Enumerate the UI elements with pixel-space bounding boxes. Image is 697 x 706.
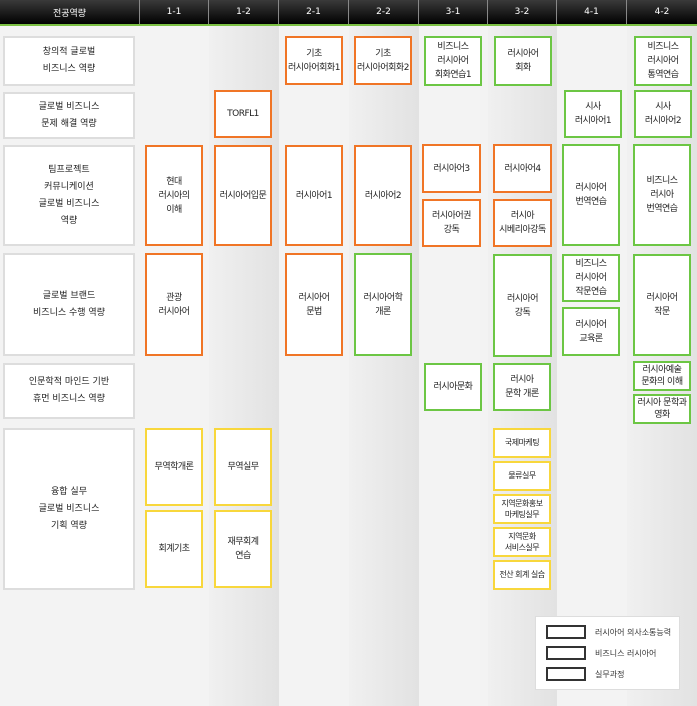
header-3-2: 3-2 [488,0,557,24]
course-box[interactable]: 러시아어3 [422,144,481,193]
course-box[interactable]: 국제마케팅 [493,428,551,458]
column-bg [419,0,488,706]
header-2-1: 2-1 [279,0,349,24]
course-box[interactable]: 러시아어권 강독 [422,199,481,247]
course-box[interactable]: 비즈니스 러시아 번역연습 [633,144,691,246]
header-1-2: 1-2 [209,0,279,24]
course-box[interactable]: 러시아어학 개론 [354,253,412,356]
legend-swatch-orange [546,625,586,639]
course-box[interactable]: 러시아어입문 [214,145,272,246]
course-box[interactable]: 러시아어2 [354,145,412,246]
header-3-1: 3-1 [419,0,488,24]
course-box[interactable]: 러시아어1 [285,145,343,246]
header-4-1: 4-1 [557,0,627,24]
course-box[interactable]: 지역문화 서비스실무 [493,527,551,557]
course-box[interactable]: 기초 러시아어회화1 [285,36,343,85]
legend-swatch-green [546,646,586,660]
legend-label: 실무과정 [595,669,625,679]
course-box[interactable]: 기초 러시아어회화2 [354,36,412,85]
course-box[interactable]: 회계기초 [145,510,203,588]
legend: 러시아어 의사소통능력 비즈니스 러시아어 실무과정 [535,616,680,690]
course-box[interactable]: 시사 러시아어1 [564,90,622,138]
legend-item: 실무과정 [546,667,624,681]
course-box[interactable]: 러시아 시베리아강독 [493,199,552,247]
course-box[interactable]: 러시아어 회화 [494,36,552,86]
course-box[interactable]: 러시아어4 [493,144,552,193]
header-2-2: 2-2 [349,0,419,24]
course-box[interactable]: 관광 러시아어 [145,253,203,356]
course-box[interactable]: 러시아어 작문 [633,254,691,356]
course-box[interactable]: 러시아어 번역연습 [562,144,620,246]
competency-label: 글로벌 브랜드 비즈니스 수행 역량 [3,253,135,356]
course-box[interactable]: 러시아문화 [424,363,482,411]
header-1-1: 1-1 [140,0,209,24]
course-box[interactable]: 지역문화홍보 마케팅실무 [493,494,551,524]
course-box[interactable]: 시사 러시아어2 [634,90,692,138]
course-box[interactable]: 러시아어 문법 [285,253,343,356]
legend-item: 러시아어 의사소통능력 [546,625,671,639]
course-box[interactable]: 현대 러시아의 이해 [145,145,203,246]
competency-label: 창의적 글로벌 비즈니스 역량 [3,36,135,86]
legend-label: 러시아어 의사소통능력 [595,627,672,637]
course-box[interactable]: 러시아 문학과 영화 [633,394,691,424]
course-box[interactable]: 비즈니스 러시아어 회화연습1 [424,36,482,86]
legend-label: 비즈니스 러시아어 [595,648,657,658]
legend-swatch-yellow [546,667,586,681]
course-box[interactable]: 물류실무 [493,461,551,491]
course-box[interactable]: 재무회계 연습 [214,510,272,588]
header-divider [0,24,697,26]
course-box[interactable]: 러시아예술 문화의 이해 [633,361,691,391]
header-4-2: 4-2 [627,0,697,24]
competency-label: 인문학적 마인드 기반 휴먼 비즈니스 역량 [3,363,135,419]
competency-label: 융합 실무 글로벌 비즈니스 기획 역량 [3,428,135,590]
course-box[interactable]: 러시아어 교육론 [562,307,620,356]
course-box[interactable]: 러시아 문학 개론 [493,363,551,411]
competency-label: 팀프로젝트 커뮤니케이션 글로벌 비즈니스 역량 [3,145,135,246]
course-box[interactable]: 전산 회계 실습 [493,560,551,590]
header-competency: 전공역량 [0,0,140,24]
course-box[interactable]: 무역학개론 [145,428,203,506]
course-box[interactable]: 비즈니스 러시아어 통역연습 [634,36,692,86]
competency-label: 글로벌 비즈니스 문제 해결 역량 [3,92,135,139]
legend-item: 비즈니스 러시아어 [546,646,656,660]
course-box[interactable]: 비즈니스 러시아어 작문연습 [562,254,620,302]
course-box[interactable]: 러시아어 강독 [493,254,552,357]
course-box[interactable]: TORFL1 [214,90,272,138]
course-box[interactable]: 무역실무 [214,428,272,506]
